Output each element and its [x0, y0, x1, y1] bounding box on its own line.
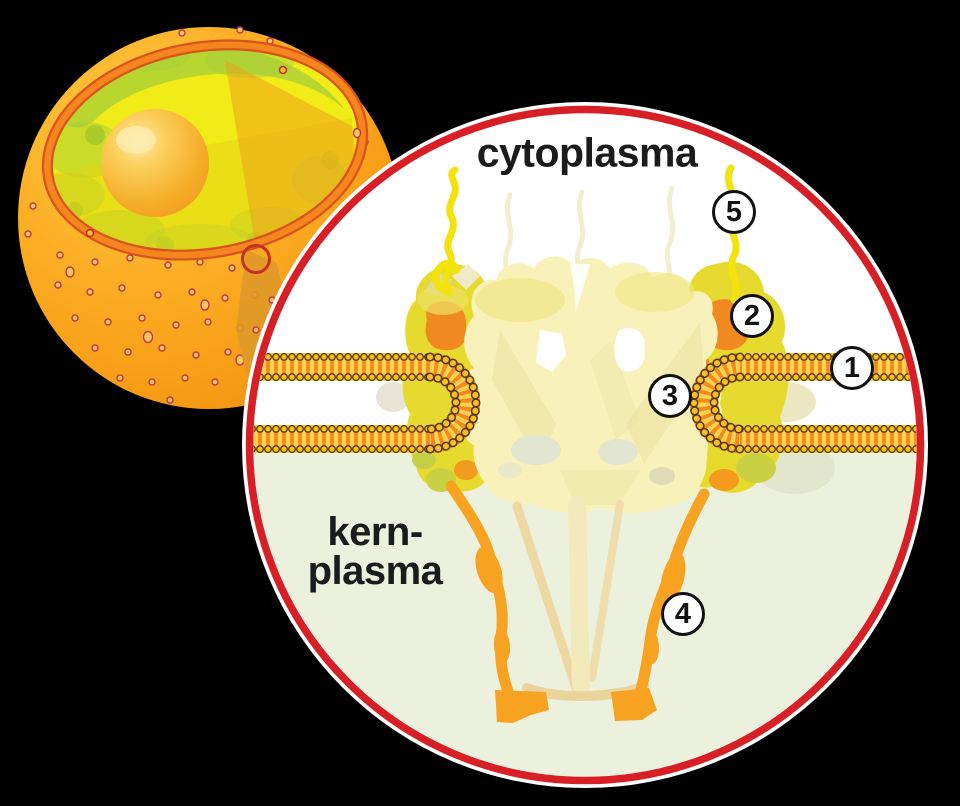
cytoplasma-label: cytoplasma — [476, 129, 698, 176]
marker-badge-4: 4 — [661, 592, 705, 636]
membrane-uturn-right — [689, 352, 745, 454]
membrane-uturn-left — [425, 352, 481, 454]
nuclear-envelope-rim — [41, 39, 369, 261]
lens-ring — [245, 105, 925, 785]
magnified-region-marker — [241, 244, 271, 274]
nuclear-basket — [445, 480, 710, 723]
central-transporter-mass — [418, 256, 723, 514]
marker-badge-2: 2 — [730, 294, 774, 338]
nucleolus — [101, 109, 209, 217]
marker-badge-1: 1 — [830, 346, 874, 390]
kernplasma-label: kern- plasma — [307, 510, 443, 593]
marker-badge-3: 3 — [648, 374, 692, 418]
kernplasma-label-line2: plasma — [307, 549, 443, 593]
perinuclear-blob-left — [376, 382, 410, 412]
marker-badge-5: 5 — [712, 190, 756, 234]
kernplasma-label-line1: kern- — [327, 510, 423, 554]
magnified-lens — [242, 102, 928, 788]
nuclear-envelope-membranes — [253, 352, 917, 454]
